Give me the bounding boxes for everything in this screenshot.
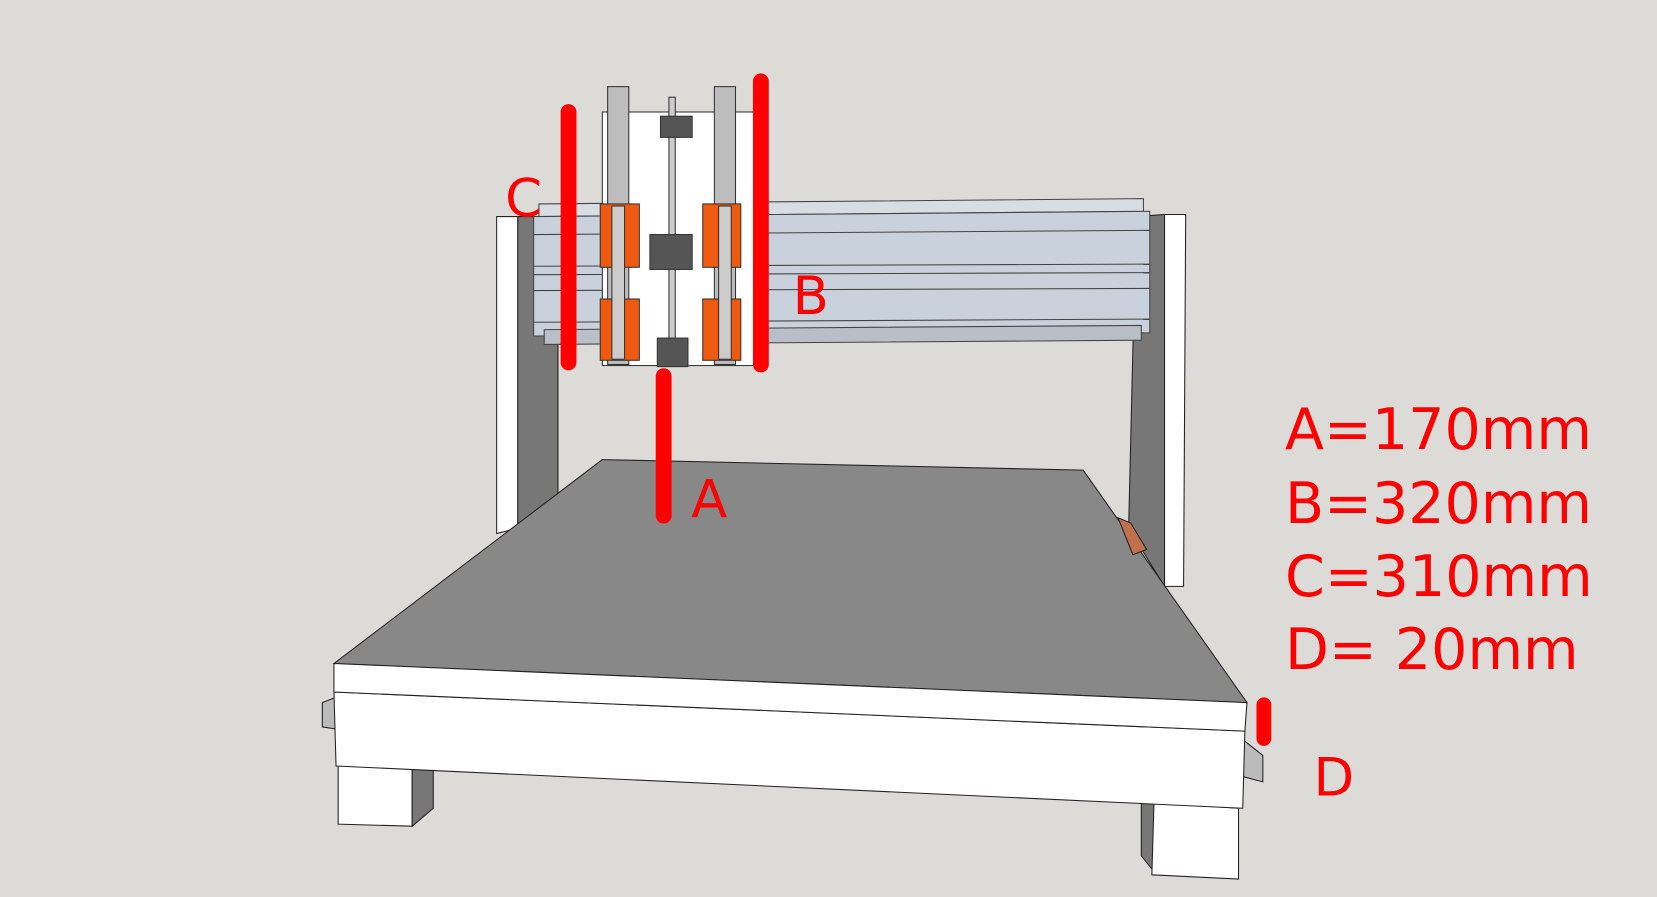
machine-bed [321,459,1264,880]
screw-bearing-bottom [656,337,689,368]
screw-nut [649,234,693,270]
leg-front-right [1151,802,1240,880]
label-c: C [505,169,542,230]
dimension-markers [560,73,1272,746]
leg-front-left [337,760,413,827]
label-b: B [793,266,829,327]
screw-bearing-top [659,115,693,138]
legend-c: C=310mm [1285,544,1593,610]
legend-a: A=170mm [1285,397,1592,463]
dimension-legend: A=170mm B=320mm C=310mm D= 20mm [1285,397,1593,683]
legend-d: D= 20mm [1285,617,1579,683]
legend-b: B=320mm [1285,471,1592,537]
label-a: A [691,470,727,531]
z-carriage [599,86,757,368]
label-d: D [1314,748,1355,809]
